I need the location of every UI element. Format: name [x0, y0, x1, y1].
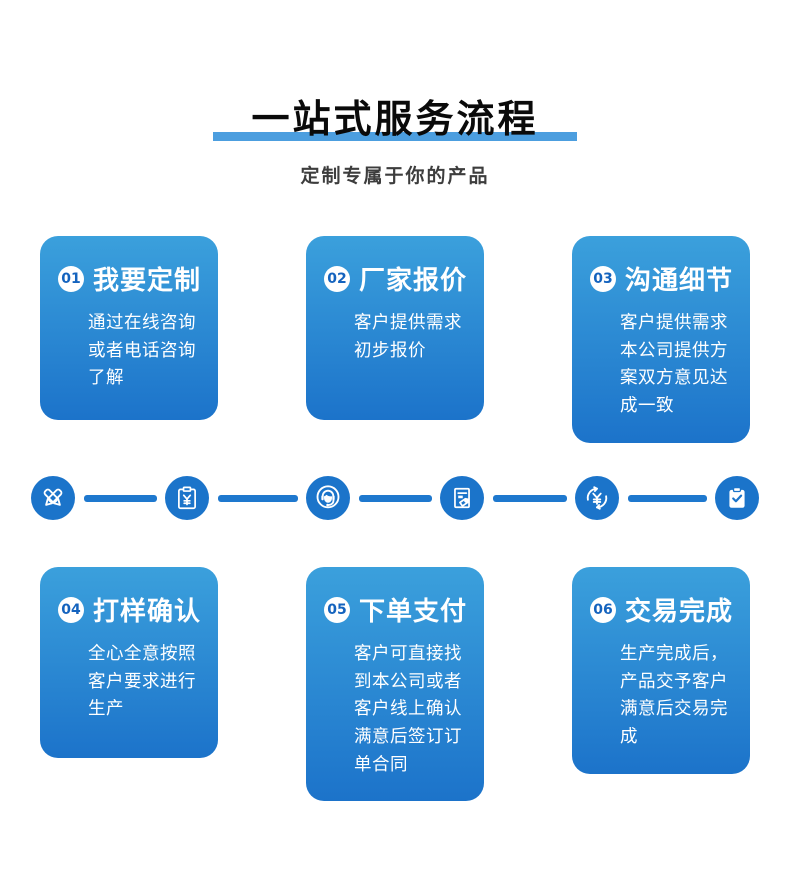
title-underline-bar: [212, 132, 577, 141]
step-description: 客户可直接找到本公司或者客户线上确认满意后签订订单合同: [354, 644, 462, 775]
step-description: 生产完成后，产品交予客户满意后交易完成: [620, 644, 728, 747]
step-number-badge: 01: [58, 265, 84, 292]
step-description: 全心全意按照客户要求进行生产: [88, 644, 196, 720]
step-title: 交易完成: [625, 597, 734, 627]
step-card-4: 04 打样确认 全心全意按照客户要求进行生产: [40, 567, 218, 758]
clipboard-yen-icon: [165, 476, 209, 520]
step-description: 客户提供需求初步报价: [354, 313, 462, 361]
step-description: 客户提供需求本公司提供方案双方意见达成一致: [620, 313, 728, 416]
step-title: 厂家报价: [359, 266, 468, 296]
step-card-1: 01 我要定制 通过在线咨询或者电话咨询了解: [40, 236, 218, 420]
connector-line: [359, 495, 432, 502]
step-card-6: 06 交易完成 生产完成后，产品交予客户满意后交易完成: [572, 567, 750, 774]
document-tag-icon: [440, 476, 484, 520]
step-number-badge: 05: [324, 596, 350, 623]
step-description: 通过在线咨询或者电话咨询了解: [88, 313, 196, 389]
steps-row-top: 01 我要定制 通过在线咨询或者电话咨询了解 02 厂家报价 客户提供需求初步报…: [40, 236, 750, 443]
crossed-pens-icon: [31, 476, 75, 520]
connector-line: [493, 495, 567, 502]
step-title: 我要定制: [93, 266, 202, 296]
step-number-badge: 04: [58, 596, 84, 623]
step-title: 沟通细节: [625, 266, 734, 296]
yen-exchange-icon: [575, 476, 619, 520]
step-number-badge: 02: [324, 265, 350, 292]
customer-service-headset-icon: [306, 476, 350, 520]
connector-line: [628, 495, 707, 502]
step-card-5: 05 下单支付 客户可直接找到本公司或者客户线上确认满意后签订订单合同: [306, 567, 484, 802]
connector-line: [84, 495, 157, 502]
page-subtitle: 定制专属于你的产品: [300, 165, 490, 187]
steps-row-bottom: 04 打样确认 全心全意按照客户要求进行生产 05 下单支付 客户可直接找到本公…: [40, 567, 750, 802]
step-card-3: 03 沟通细节 客户提供需求本公司提供方案双方意见达成一致: [572, 236, 750, 443]
step-number-badge: 06: [590, 596, 616, 623]
process-icon-row: [0, 476, 790, 520]
header: 一站式服务流程: [0, 94, 790, 144]
step-title: 打样确认: [93, 597, 202, 627]
step-title: 下单支付: [359, 597, 468, 627]
step-number-badge: 03: [590, 265, 616, 292]
step-card-2: 02 厂家报价 客户提供需求初步报价: [306, 236, 484, 420]
connector-line: [218, 495, 298, 502]
page-title: 一站式服务流程: [251, 97, 539, 141]
clipboard-check-icon: [715, 476, 759, 520]
